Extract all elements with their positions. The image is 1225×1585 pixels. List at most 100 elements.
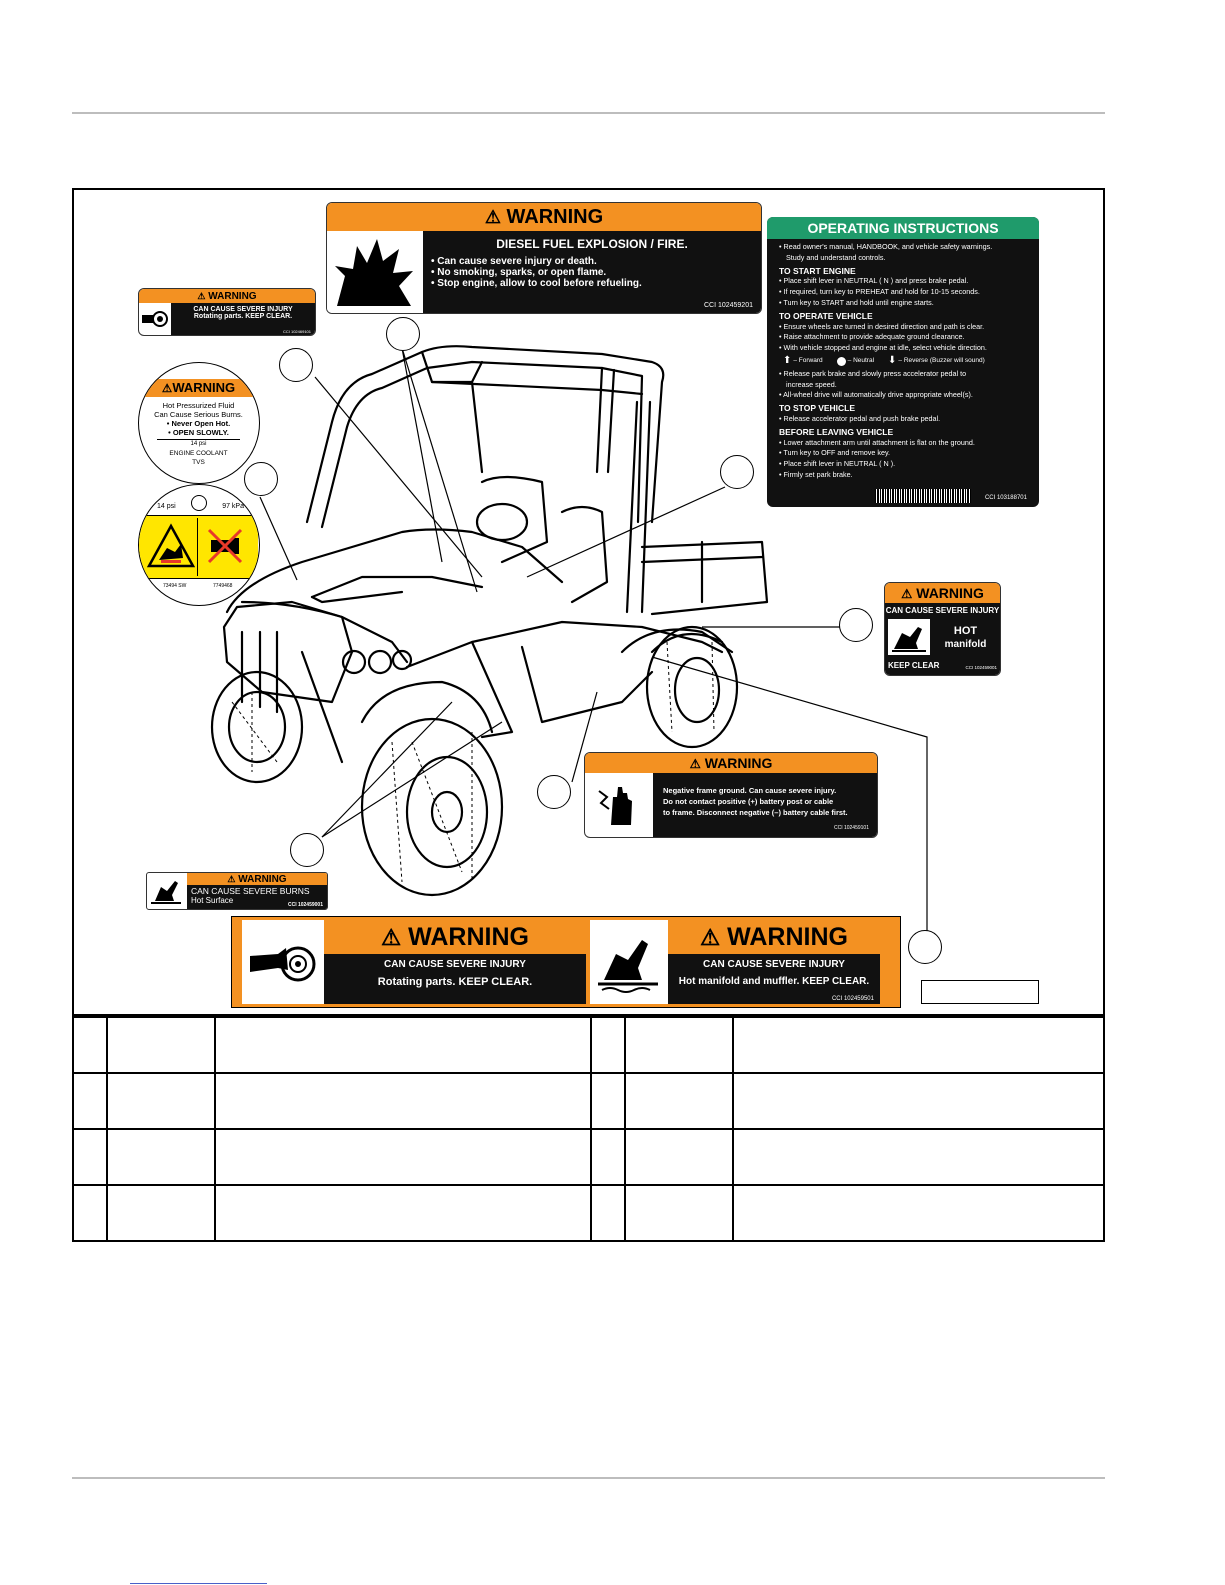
table-cell xyxy=(72,1072,108,1130)
table-cell xyxy=(214,1072,592,1130)
operating-line: • Ensure wheels are turned in desired di… xyxy=(779,321,985,331)
table-cell xyxy=(624,1072,734,1130)
decal-header: WARNING xyxy=(208,291,257,302)
decal-code: CCI 102469101 xyxy=(282,329,311,334)
decal-keep-clear: KEEP CLEAR xyxy=(888,661,940,670)
warning-triangle-icon: ⚠ xyxy=(700,925,721,950)
decal-code: CCI 103188701 xyxy=(984,495,1027,501)
decal-line: CAN CAUSE SEVERE INJURY xyxy=(703,959,845,970)
warning-triangle-icon: ⚠ xyxy=(689,757,701,771)
decal-header: WARNING xyxy=(916,585,984,601)
operating-line: increase speed. xyxy=(786,379,837,389)
operating-line: • Turn key to START and hold until engin… xyxy=(779,297,934,307)
table-cell xyxy=(106,1128,216,1186)
coolant-label: ENGINE COOLANT xyxy=(169,450,228,457)
decal-line: CAN CAUSE SEVERE BURNS xyxy=(191,886,310,896)
decal-manifold: manifold xyxy=(944,639,987,650)
table-cell xyxy=(590,1128,626,1186)
coolant-line: • OPEN SLOWLY. xyxy=(168,428,229,437)
table-cell xyxy=(624,1016,734,1074)
operating-section-title: TO START ENGINE xyxy=(779,265,856,276)
hot-surface-hand-icon xyxy=(888,619,930,655)
coolant-warning-decal: ⚠WARNING Hot Pressurized Fluid Can Cause… xyxy=(138,362,260,484)
callout-circle xyxy=(290,833,324,867)
direction-reverse: – Reverse (Buzzer will sound) xyxy=(898,356,985,364)
decal-key-table xyxy=(72,1016,1105,1242)
table-cell xyxy=(214,1016,592,1074)
operating-line: Study and understand controls. xyxy=(786,252,886,262)
figure-id-box xyxy=(921,980,1039,1004)
decal-code: CCI 102459001 xyxy=(287,902,323,908)
footer-link-underline[interactable] xyxy=(130,1583,267,1584)
diesel-line: • Stop engine, allow to cool before refu… xyxy=(431,278,642,289)
warning-triangle-icon: ⚠ xyxy=(381,925,402,950)
table-cell xyxy=(106,1072,216,1130)
decal-header: WARNING xyxy=(704,755,773,771)
callout-circle xyxy=(244,462,278,496)
decal-code: CCI 102459001 xyxy=(965,665,997,670)
table-cell xyxy=(732,1128,1105,1186)
decal-header: WARNING xyxy=(172,380,236,395)
battery-warning-decal: ⚠ WARNING Negative frame ground. Can cau… xyxy=(584,752,878,838)
decal-header: WARNING xyxy=(408,923,529,951)
cap-gauge-icon xyxy=(191,495,207,511)
table-row xyxy=(72,1128,1105,1186)
decal-line: Hot Surface xyxy=(191,896,234,905)
table-cell xyxy=(590,1072,626,1130)
operating-line: • Raise attachment to provide adequate g… xyxy=(779,332,965,342)
table-cell xyxy=(590,1016,626,1074)
electric-shock-hand-icon xyxy=(585,773,653,837)
neutral-icon xyxy=(836,356,846,366)
battery-line: Do not contact positive (+) battery post… xyxy=(663,797,834,806)
callout-circle xyxy=(839,608,873,642)
header-rule xyxy=(72,112,1105,114)
operating-instructions-decal: OPERATING INSTRUCTIONS • Read owner's ma… xyxy=(767,217,1039,507)
decal-line: Rotating parts. KEEP CLEAR. xyxy=(193,313,293,320)
diesel-fuel-warning-decal: ⚠ WARNING DIESEL FUEL EXPLOSION / FIRE. … xyxy=(326,202,762,314)
decal-header: WARNING xyxy=(727,923,848,951)
barcode xyxy=(875,489,971,503)
hot-surface-warning-icon xyxy=(146,522,196,570)
coolant-line: Can Cause Serious Burns. xyxy=(154,410,243,419)
table-cell xyxy=(590,1184,626,1242)
table-cell xyxy=(732,1016,1105,1074)
operating-section-title: BEFORE LEAVING VEHICLE xyxy=(779,426,894,437)
operating-line: • With vehicle stopped and engine at idl… xyxy=(779,343,987,353)
operating-section-title: TO STOP VEHICLE xyxy=(779,403,856,414)
callout-circle xyxy=(279,348,313,382)
operating-line: • Release park brake and slowly press ac… xyxy=(779,368,967,378)
explosion-icon xyxy=(327,231,423,313)
rotating-parts-icon xyxy=(242,920,324,1004)
table-cell xyxy=(106,1016,216,1074)
table-cell xyxy=(624,1128,734,1186)
hot-surface-hand-icon xyxy=(147,873,187,909)
warning-triangle-icon: ⚠ xyxy=(161,382,173,395)
utility-vehicle-illustration xyxy=(210,345,928,932)
battery-line: to frame. Disconnect negative (–) batter… xyxy=(663,808,848,817)
operating-line: • Firmly set park brake. xyxy=(779,469,853,479)
callout-circle xyxy=(537,775,571,809)
table-cell xyxy=(624,1184,734,1242)
table-cell xyxy=(732,1072,1105,1130)
table-cell xyxy=(106,1184,216,1242)
decal-code: CCI 102459201 xyxy=(703,302,753,309)
decal-code: CCI 102459101 xyxy=(833,825,869,831)
hot-surface-hand-icon xyxy=(590,920,668,1004)
radiator-cap-decal: 14 psi 97 kPa 73494 SW 7749468 xyxy=(138,484,260,606)
operating-line: • Read owner's manual, HANDBOOK, and veh… xyxy=(779,242,993,251)
decal-line: Hot manifold and muffler. KEEP CLEAR. xyxy=(678,976,870,987)
coolant-psi: 14 psi xyxy=(190,441,207,447)
warning-triangle-icon: ⚠ xyxy=(227,874,236,884)
forward-arrow-icon: ⬆ xyxy=(783,354,792,366)
decal-header: WARNING xyxy=(238,874,287,885)
table-row xyxy=(72,1184,1105,1242)
cap-kpa: 97 kPa xyxy=(222,503,244,510)
table-row xyxy=(72,1072,1105,1130)
table-cell xyxy=(72,1016,108,1074)
warning-triangle-icon: ⚠ xyxy=(484,207,501,227)
callout-circle xyxy=(908,930,942,964)
diesel-line: • Can cause severe injury or death. xyxy=(431,256,597,267)
operating-section-title: TO OPERATE VEHICLE xyxy=(779,310,873,321)
table-cell xyxy=(732,1184,1105,1242)
operating-line: • Place shift lever in NEUTRAL ( N ) and… xyxy=(779,276,969,286)
